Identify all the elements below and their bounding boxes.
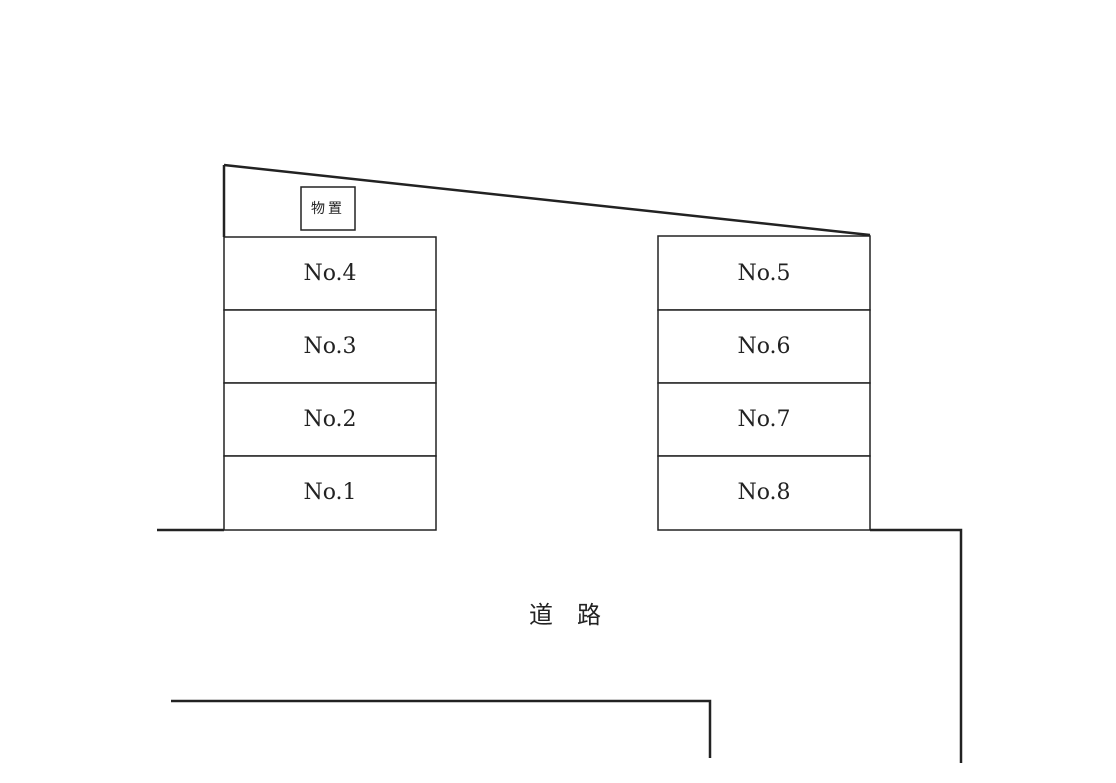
road-lower-edge: [171, 699, 712, 758]
parking-stall: No.5: [657, 235, 871, 311]
parking-stall-box: [657, 455, 871, 531]
road-upper-edge-right: [870, 528, 963, 763]
parking-stall: No.6: [657, 309, 871, 384]
parking-stall: No.3: [223, 309, 437, 384]
parking-stall-box: [223, 309, 437, 384]
parking-stall-label: No.6: [737, 334, 790, 359]
parking-stall-label: No.8: [737, 480, 790, 505]
storage-shed: 物置: [300, 186, 356, 231]
parking-stall-label: No.2: [303, 407, 356, 432]
parking-stall-box: [657, 309, 871, 384]
parking-stall-label: No.5: [737, 261, 790, 286]
parking-stall-box: [223, 382, 437, 457]
lot-top-slope-edge: [223, 163, 871, 237]
parking-stall: No.2: [223, 382, 437, 457]
storage-shed-label: 物置: [311, 201, 345, 217]
parking-stall-label: No.3: [303, 334, 356, 359]
parking-stall-box: [223, 236, 437, 311]
parking-stall: No.4: [223, 236, 437, 311]
right-parking-row: No.5 No.6 No.7 No.8: [657, 235, 871, 531]
left-parking-row: No.4 No.3 No.2 No.1: [223, 236, 437, 531]
storage-shed-box: [300, 186, 356, 231]
parking-stall: No.1: [223, 455, 437, 531]
parking-stall-box: [223, 455, 437, 531]
parking-stall-label: No.4: [303, 261, 356, 286]
parking-stall: No.7: [657, 382, 871, 457]
lot-boundary: [222, 163, 871, 237]
parking-stall-label: No.1: [303, 480, 356, 505]
road-boundary: [157, 528, 963, 763]
road-label: 道 路: [529, 601, 601, 629]
parking-stall-label: No.7: [737, 407, 790, 432]
parking-stall-box: [657, 235, 871, 311]
parking-stall: No.8: [657, 455, 871, 531]
